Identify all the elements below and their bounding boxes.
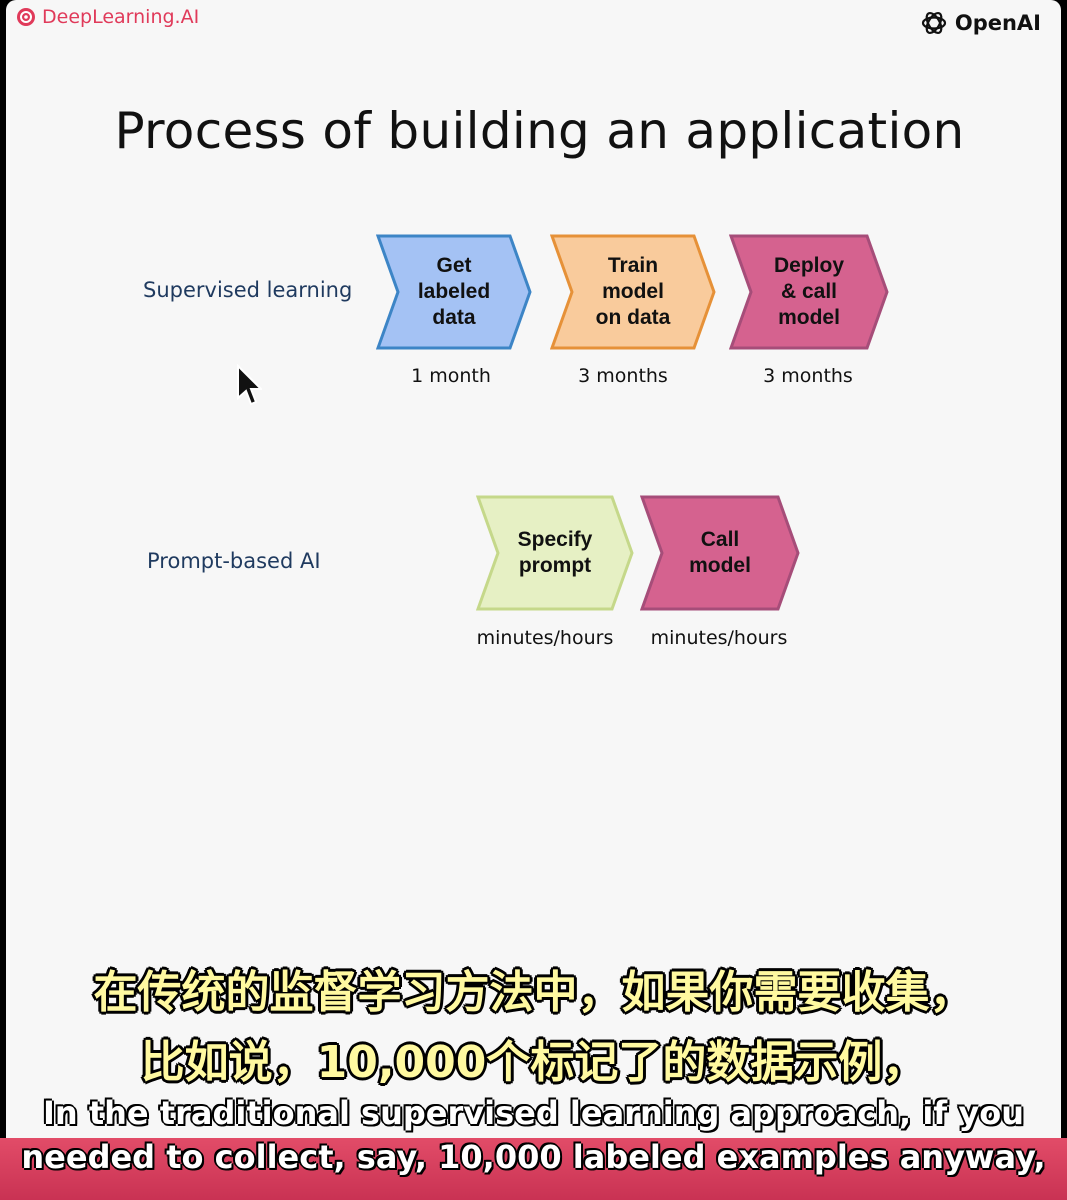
- supervised-learning-label: Supervised learning: [143, 278, 353, 302]
- openai-logo-icon: [921, 11, 946, 35]
- slide-title: Process of building an application: [114, 102, 965, 160]
- deeplearning-logo-text: DeepLearning.AI: [42, 6, 200, 28]
- step-get-labeled-data: Get labeled data: [417, 254, 491, 329]
- duration-deploy-call-model: 3 months: [763, 365, 853, 387]
- chevron-specify-prompt: Specify prompt: [476, 495, 634, 611]
- subtitle-chinese-line-2: 比如说，10,000个标记了的数据示例，: [140, 1037, 927, 1088]
- openai-logo-text: OpenAI: [954, 11, 1041, 35]
- chevron-get-labeled-data: Get labeled data: [376, 234, 532, 350]
- mouse-cursor-icon: [237, 364, 262, 406]
- chevron-deploy-call-model: Deploy & call model: [729, 234, 889, 350]
- duration-train-model: 3 months: [578, 365, 668, 387]
- duration-call-model: minutes/hours: [650, 627, 788, 649]
- deeplearning-logo-icon: [17, 8, 35, 26]
- step-train-model: Train model on data: [595, 254, 671, 329]
- prompt-based-ai-label: Prompt-based AI: [147, 549, 321, 573]
- deeplearning-logo: DeepLearning.AI: [16, 6, 199, 28]
- duration-get-labeled-data: 1 month: [411, 365, 491, 387]
- chevron-train-model: Train model on data: [550, 234, 716, 350]
- subtitle-chinese-line-1: 在传统的监督学习方法中，如果你需要收集，: [93, 967, 974, 1018]
- step-specify-prompt: Specify prompt: [517, 528, 593, 577]
- subtitle-background-bar: [0, 1138, 1067, 1200]
- duration-specify-prompt: minutes/hours: [476, 627, 614, 649]
- step-call-model: Call model: [689, 528, 751, 577]
- subtitle-english-line-1: In the traditional supervised learning a…: [43, 1094, 1024, 1132]
- subtitle-english-line-2: needed to collect, say, 10,000 labeled e…: [21, 1138, 1046, 1176]
- openai-logo: OpenAI: [919, 8, 1041, 38]
- chevron-call-model: Call model: [640, 495, 800, 611]
- step-deploy-call-model: Deploy & call model: [773, 254, 844, 329]
